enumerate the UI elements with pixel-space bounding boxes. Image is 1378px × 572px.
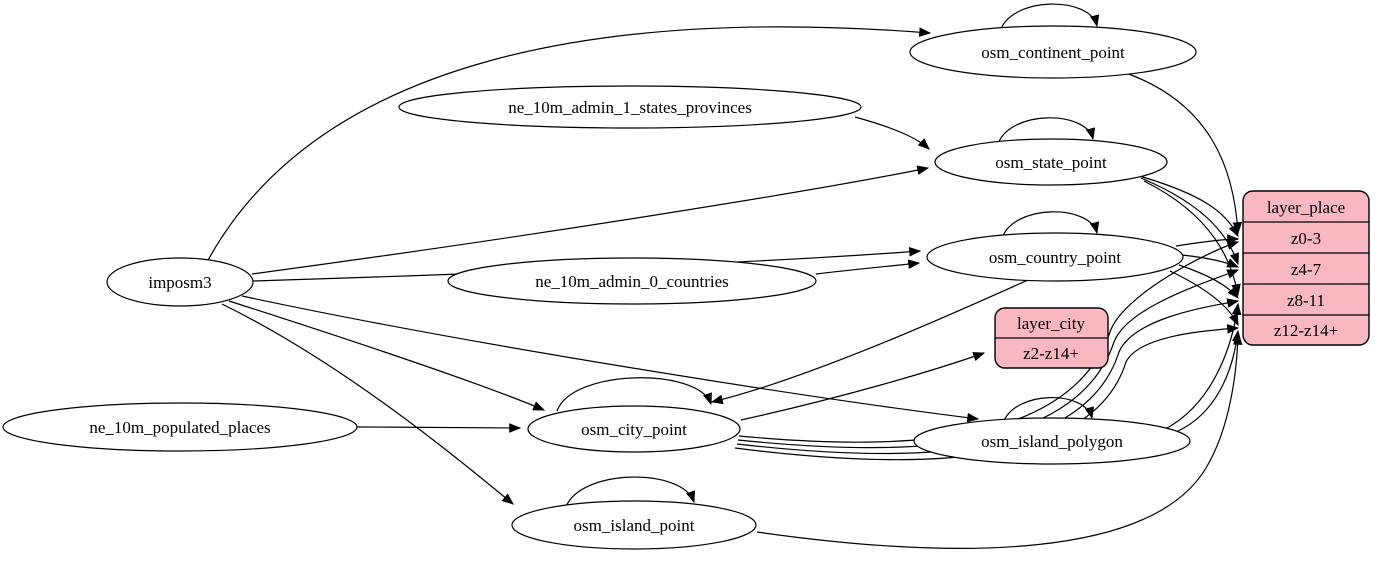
node-layer_place-title: layer_place bbox=[1267, 198, 1345, 217]
edge-osm_city_point-to-layer_place-z8-11 bbox=[736, 298, 1240, 455]
node-layer_place-row-z12-z14: z12-z14+ bbox=[1274, 321, 1338, 340]
node-layer_place-row-z0-3: z0-3 bbox=[1291, 229, 1321, 248]
node-layer_place: layer_place z0-3 z4-7 z8-11 z12-z14+ bbox=[1242, 190, 1370, 346]
edge-imposm3-to-osm_island_point bbox=[221, 303, 514, 505]
node-osm_country_point-label: osm_country_point bbox=[989, 248, 1121, 267]
edge-imposm3-to-osm_state_point bbox=[251, 165, 930, 275]
node-osm_city_point-label: osm_city_point bbox=[581, 420, 687, 439]
self-loop-osm_island_polygon bbox=[1002, 397, 1095, 424]
edge-ne_10m_admin_1_states_provinces-to-osm_state_point bbox=[854, 116, 930, 150]
edge-imposm3-to-osm_city_point bbox=[228, 300, 546, 411]
node-ne_10m_populated_places-shape bbox=[2, 402, 358, 452]
edge-osm_island_polygon-to-layer_place-z8-11 bbox=[1166, 302, 1242, 429]
node-ne_10m_admin_1_states_provinces-shape bbox=[398, 85, 862, 129]
node-osm_island_polygon-label: osm_island_polygon bbox=[981, 432, 1123, 451]
edge-osm_country_point-to-layer_place-z12-z14 bbox=[1169, 270, 1239, 327]
node-layer_place-row-z8-11: z8-11 bbox=[1287, 291, 1325, 310]
node-layer_city-row-z2-z14: z2-z14+ bbox=[1023, 344, 1079, 363]
edge-ne_10m_populated_places-to-osm_city_point bbox=[356, 423, 522, 433]
edge-osm_state_point-to-layer_place-z0-3 bbox=[1135, 174, 1239, 238]
edge-osm_continent_point-to-layer_place-z0-3 bbox=[1125, 72, 1243, 235]
edge-osm_country_point-to-layer_place-z0-3 bbox=[1175, 234, 1240, 247]
edge-ne_10m_admin_0_countries-to-osm_country_point bbox=[815, 259, 921, 275]
edge-osm_state_point-to-layer_place-z4-7 bbox=[1140, 177, 1239, 266]
node-osm_country_point: osm_country_point bbox=[926, 232, 1184, 282]
node-ne_10m_admin_0_countries-label: ne_10m_admin_0_countries bbox=[535, 272, 729, 291]
self-loop-osm_city_point bbox=[556, 377, 712, 412]
edge-osm_country_point-to-layer_place-z8-11 bbox=[1178, 264, 1239, 299]
node-osm_country_point-shape bbox=[926, 232, 1184, 282]
node-ne_10m_admin_0_countries-shape bbox=[447, 257, 817, 305]
node-ne_10m_admin_0_countries: ne_10m_admin_0_countries bbox=[447, 257, 817, 305]
node-imposm3-label: imposm3 bbox=[148, 273, 211, 292]
node-osm_continent_point-shape bbox=[909, 25, 1197, 79]
node-osm_island_polygon-shape bbox=[913, 417, 1191, 465]
node-osm_continent_point: osm_continent_point bbox=[909, 25, 1197, 79]
node-ne_10m_populated_places: ne_10m_populated_places bbox=[2, 402, 358, 452]
node-imposm3: imposm3 bbox=[106, 257, 254, 307]
self-loop-osm_country_point bbox=[1001, 211, 1100, 239]
node-osm_island_point-label: osm_island_point bbox=[574, 516, 695, 535]
node-ne_10m_admin_1_states_provinces-label: ne_10m_admin_1_states_provinces bbox=[508, 98, 752, 117]
edge-osm_country_point-to-layer_place-z4-7 bbox=[1181, 254, 1240, 268]
node-osm_city_point-shape bbox=[527, 405, 741, 453]
edge-osm_state_point-to-layer_place-z8-11 bbox=[1143, 180, 1241, 297]
node-layer_place-row-z4-7: z4-7 bbox=[1291, 260, 1322, 279]
edge-imposm3-to-osm_continent_point bbox=[206, 26, 932, 263]
node-osm_island_point: osm_island_point bbox=[511, 500, 757, 550]
self-loop-osm_island_point bbox=[565, 476, 696, 508]
node-imposm3-shape bbox=[106, 257, 254, 307]
node-layer_city-title: layer_city bbox=[1017, 314, 1085, 333]
node-osm_state_point-shape bbox=[934, 138, 1168, 186]
edge-osm_island_point-to-layer_place-z12-z14 bbox=[756, 332, 1243, 549]
node-layer_city: layer_city z2-z14+ bbox=[994, 307, 1109, 369]
node-osm_state_point-label: osm_state_point bbox=[995, 153, 1107, 172]
self-loop-osm_continent_point bbox=[999, 3, 1100, 32]
self-loop-osm_state_point bbox=[997, 117, 1096, 145]
node-osm_island_polygon: osm_island_polygon bbox=[913, 417, 1191, 465]
edge-osm_country_point-to-osm_city_point bbox=[710, 279, 1029, 405]
node-osm_continent_point-label: osm_continent_point bbox=[981, 43, 1125, 62]
node-ne_10m_admin_1_states_provinces: ne_10m_admin_1_states_provinces bbox=[398, 85, 862, 129]
edge-osm_city_point-to-layer_city-z2-z14 bbox=[740, 352, 986, 421]
edge-osm_city_point-to-layer_place-z12-z14 bbox=[734, 324, 1240, 461]
node-ne_10m_populated_places-label: ne_10m_populated_places bbox=[89, 418, 270, 437]
edge-osm_city_point-to-layer_place-z0-3 bbox=[738, 240, 1240, 443]
edge-osm_city_point-to-layer_place-z4-7 bbox=[737, 269, 1240, 449]
edge-imposm3-to-osm_island_polygon bbox=[241, 295, 980, 423]
node-layer_place-box bbox=[1242, 190, 1370, 346]
node-osm_island_point-shape bbox=[511, 500, 757, 550]
edge-group bbox=[206, 3, 1243, 549]
node-osm_state_point: osm_state_point bbox=[934, 138, 1168, 186]
node-osm_city_point: osm_city_point bbox=[527, 405, 741, 453]
